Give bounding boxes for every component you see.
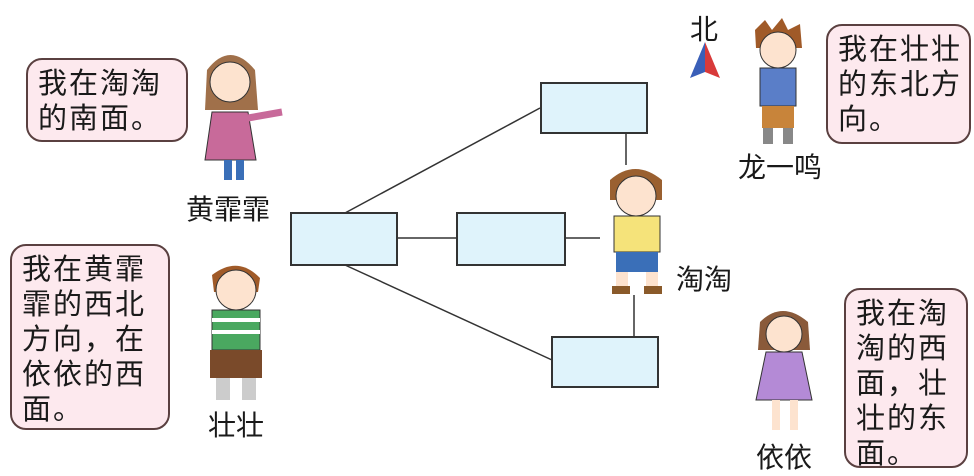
speech-bubble-yi: 我在淘 淘的西 面，壮 壮的东 面。 (844, 288, 968, 470)
name-huang: 黄霏霏 (186, 193, 271, 226)
speech-bubble-zhuang: 我在黄霏 霏的西北 方向，在 依依的西 面。 (10, 244, 170, 430)
girl-huang-figure (204, 55, 283, 180)
name-yi: 依依 (756, 441, 813, 474)
name-long: 龙一鸣 (738, 151, 823, 184)
answer-box-top[interactable] (540, 82, 648, 134)
boy-zhuang-figure (210, 265, 262, 400)
speech-bubble-long: 我在壮壮 的东北方 向。 (826, 24, 971, 144)
answer-box-bottom[interactable] (551, 336, 659, 388)
girl-yi-figure (755, 311, 813, 430)
boy-taotao-figure (610, 169, 662, 294)
answer-box-middle[interactable] (456, 212, 566, 266)
boy-long-figure (755, 18, 802, 144)
answer-box-left[interactable] (290, 212, 398, 266)
speech-bubble-huang: 我在淘淘 的南面。 (26, 58, 188, 142)
north-label: 北 (690, 13, 719, 46)
name-zhuang: 壮壮 (208, 409, 265, 442)
name-taotao: 淘淘 (676, 263, 733, 296)
